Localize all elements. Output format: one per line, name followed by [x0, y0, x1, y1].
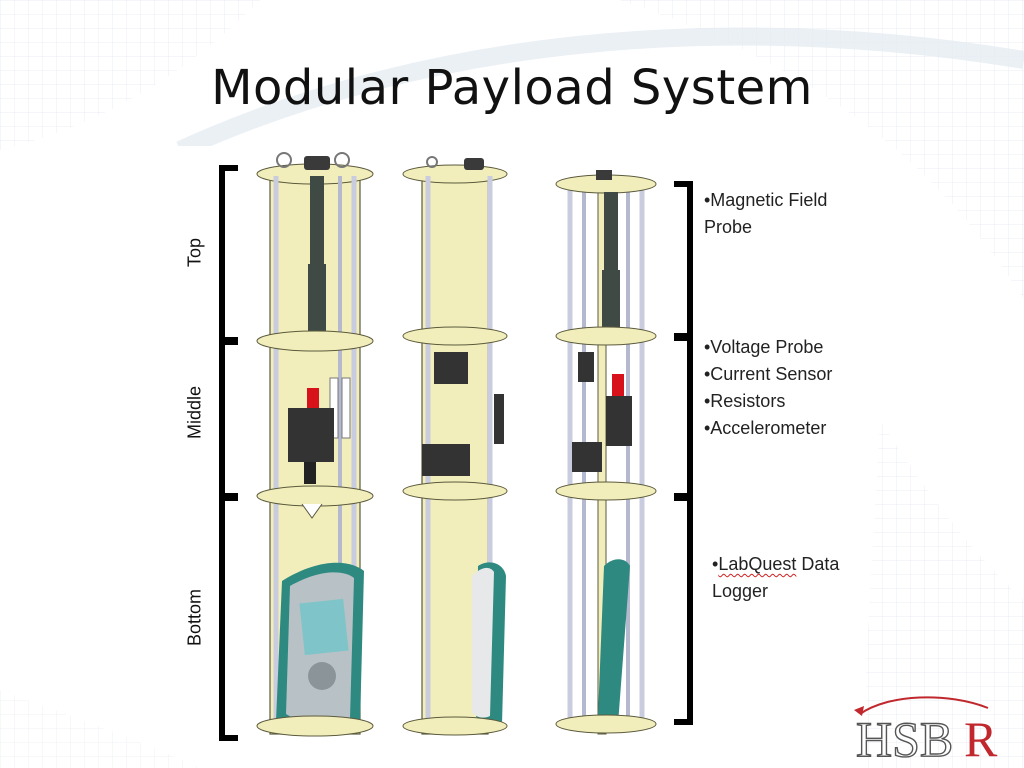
annotation-top-line1: •Magnetic Field [704, 190, 828, 210]
payload-module-back [555, 170, 657, 735]
annotation-top: •Magnetic Field Probe [704, 187, 827, 241]
section-label-middle: Middle [184, 385, 205, 440]
annotation-bottom: •LabQuest Data Logger [712, 551, 839, 605]
annotation-bottom-labquest: LabQuest [718, 554, 797, 574]
payload-diagram: Top Middle Bottom [172, 146, 866, 744]
annotation-bottom-bullet: • [712, 554, 719, 574]
annotation-bottom-rest: Data [796, 554, 840, 574]
logo-text-hsb: HSB [856, 711, 953, 762]
logo-text-r: R [964, 711, 998, 762]
annotation-middle-item: •Resistors [704, 391, 786, 411]
left-brackets [219, 165, 238, 741]
annotation-middle: •Voltage Probe •Current Sensor •Resistor… [704, 334, 832, 442]
hsbr-logo: HSB R [854, 696, 998, 762]
payload-illustration [219, 152, 693, 741]
section-label-bottom: Bottom [184, 588, 205, 647]
annotation-bottom-line1: •LabQuest Data [712, 551, 839, 578]
annotation-middle-item: •Current Sensor [704, 364, 833, 384]
section-label-top: Top [184, 237, 205, 268]
annotation-top-line2: Probe [704, 217, 753, 237]
annotation-middle-item: •Accelerometer [704, 418, 827, 438]
payload-module-front [256, 152, 374, 737]
payload-module-side [402, 156, 508, 736]
slide-title: Modular Payload System [211, 60, 813, 116]
right-brackets [674, 181, 693, 725]
annotation-middle-item: •Voltage Probe [704, 337, 824, 357]
annotation-bottom-line2: Logger [712, 581, 769, 601]
